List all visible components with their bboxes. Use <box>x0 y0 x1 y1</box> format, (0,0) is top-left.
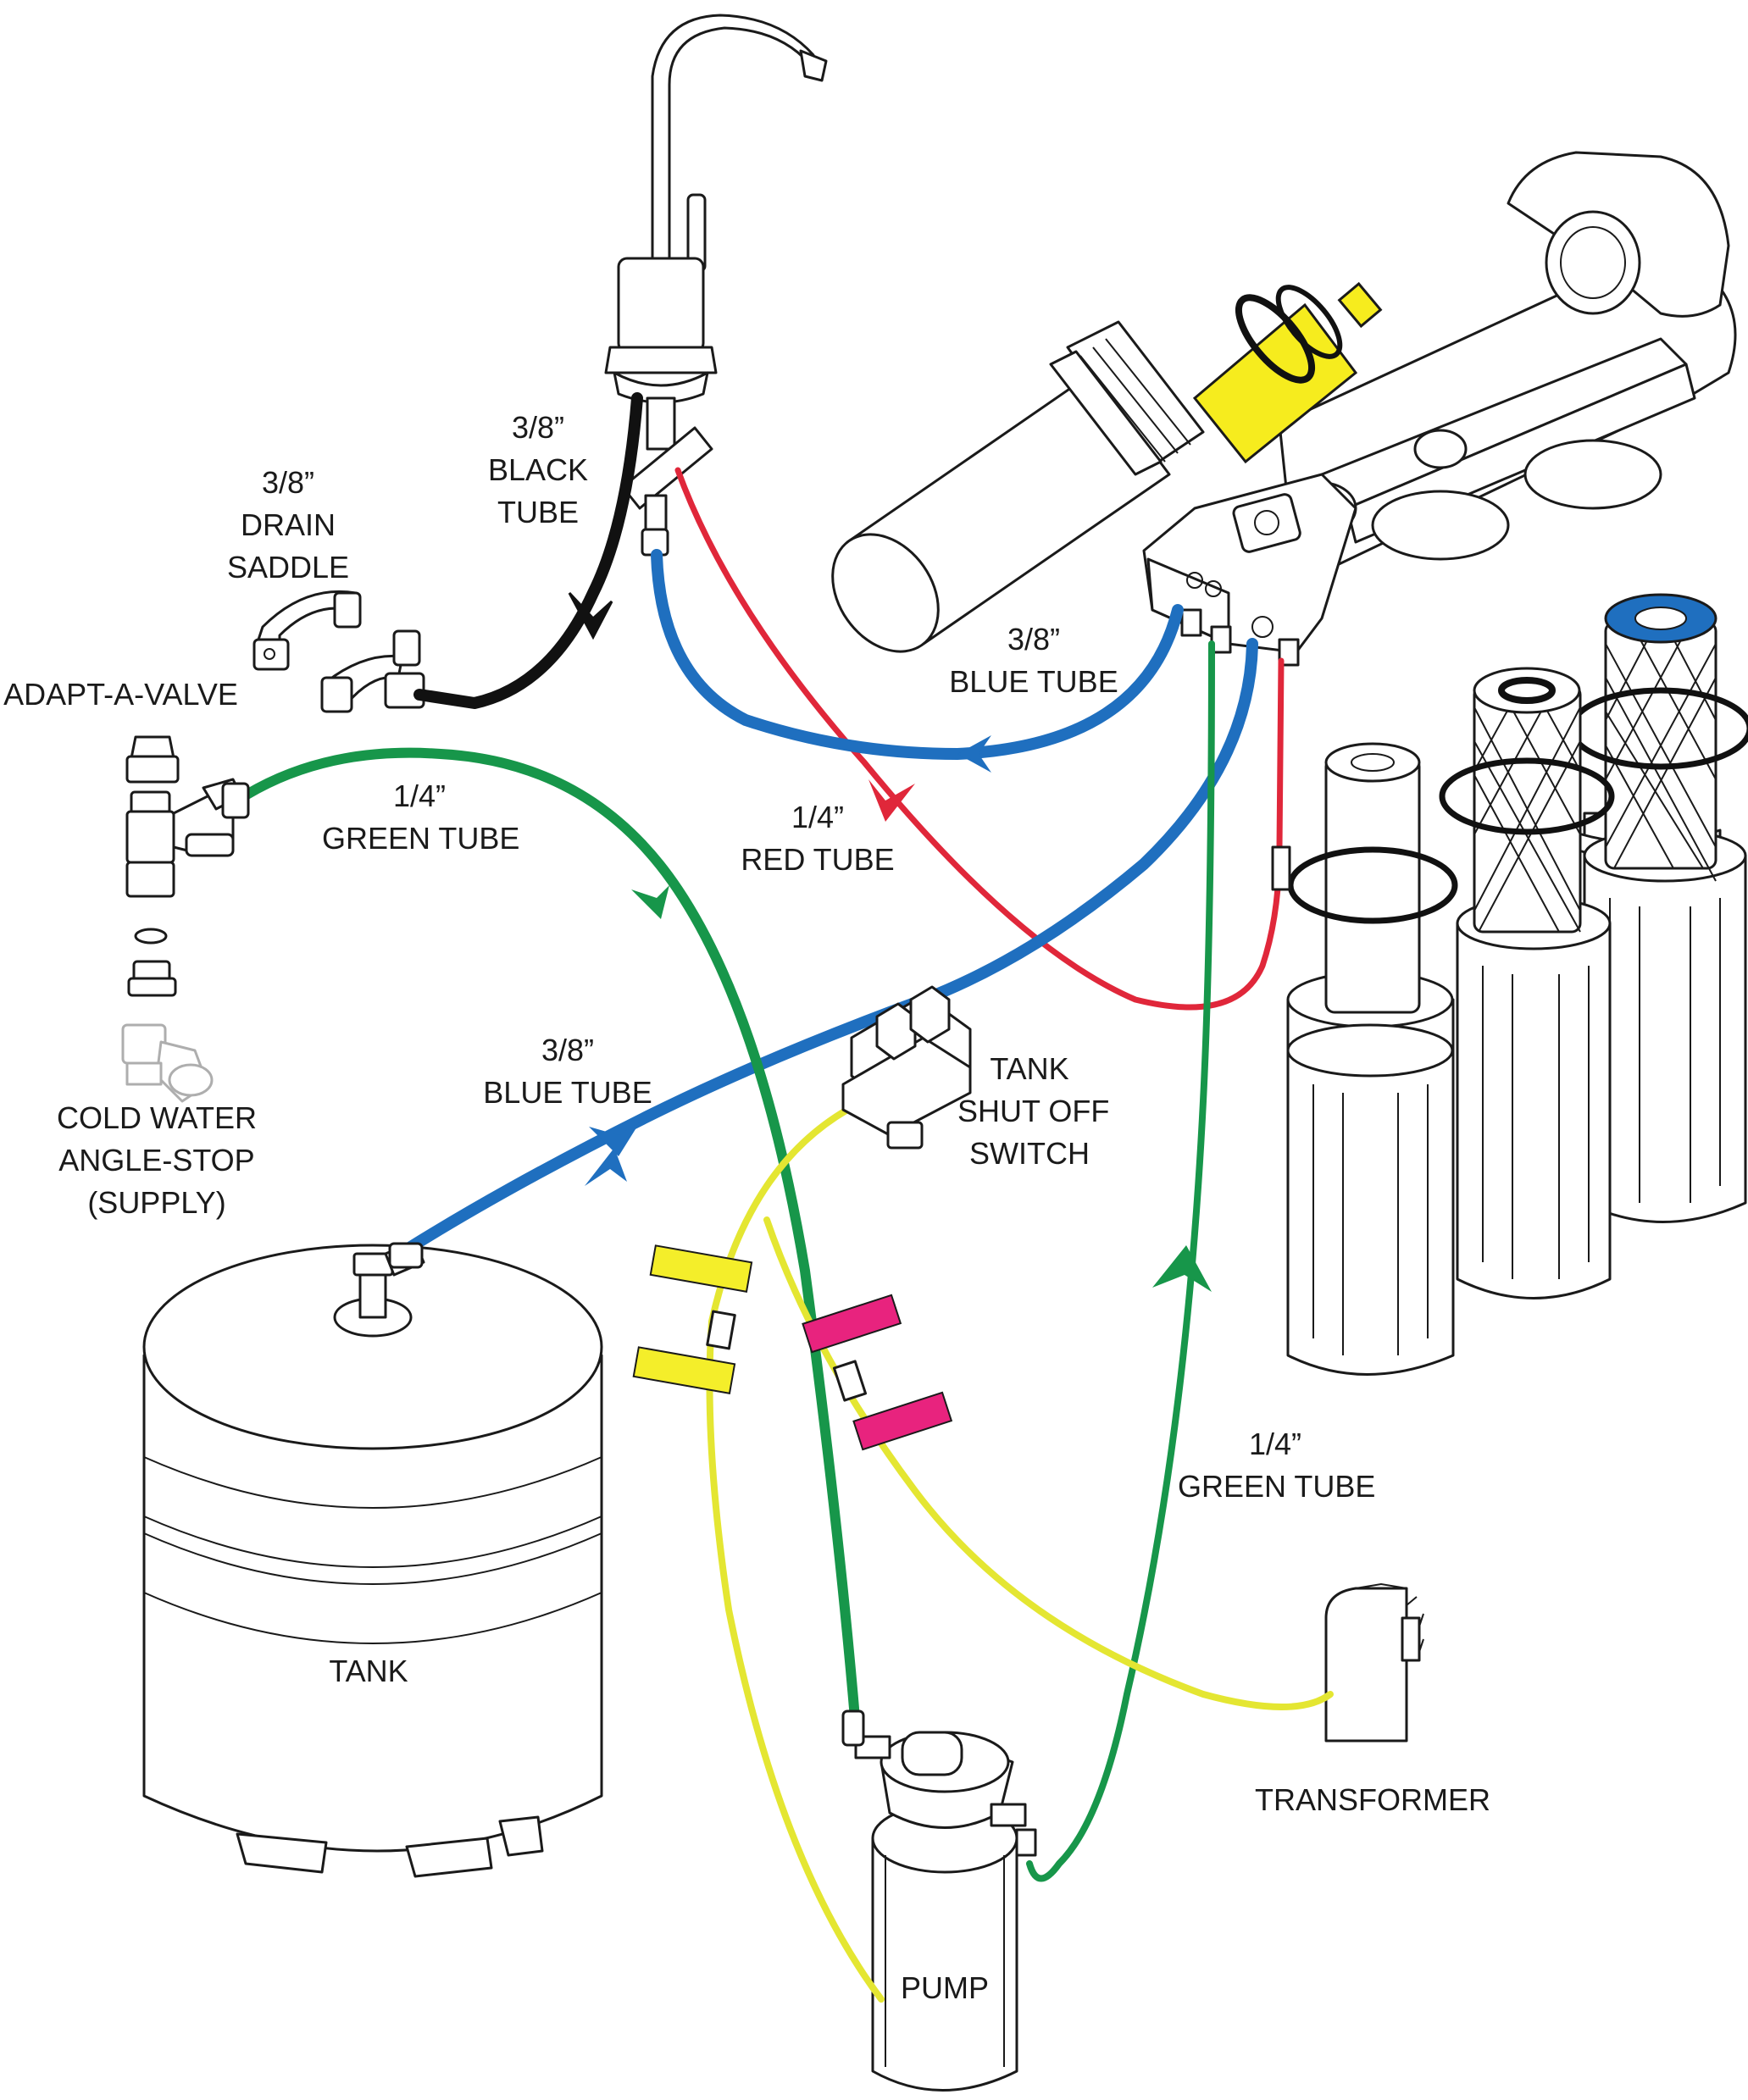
blue-tube-lower-label: 3/8”BLUE TUBE <box>483 1033 652 1110</box>
green-tube-right-label: 1/4”GREEN TUBE <box>1178 1427 1376 1504</box>
yellow-tag-upper <box>649 1244 753 1293</box>
green-tube-top-label: 1/4”GREEN TUBE <box>322 778 520 856</box>
ro-manifold-icon <box>1142 151 1737 667</box>
pump-label: PUMP <box>900 1970 989 2005</box>
red-tube-label: 1/4”RED TUBE <box>741 800 895 877</box>
transformer-icon <box>1324 1582 1424 1743</box>
green-tube-right <box>1026 640 1215 1882</box>
tank-label: TANK <box>329 1654 408 1688</box>
yellow-tag-lower <box>632 1346 736 1394</box>
filter-housing-icon <box>1286 593 1748 1376</box>
angle-stop-icon <box>121 1023 214 1103</box>
yellow-wire-pump <box>706 1106 885 2003</box>
pink-tag-lower <box>852 1391 953 1451</box>
shut-off-switch-icon <box>841 985 972 1150</box>
green-tube-top <box>232 747 861 1733</box>
pink-tag-upper <box>802 1294 902 1354</box>
adapt-a-valve-icon <box>125 735 243 997</box>
blue-tube-upper <box>651 549 1184 760</box>
storage-tank-icon <box>142 1239 603 1878</box>
transformer-label: TRANSFORMER <box>1255 1782 1490 1817</box>
blue-tube-upper-label: 3/8”BLUE TUBE <box>949 622 1118 699</box>
membrane-icon <box>831 281 1383 653</box>
red-tube <box>674 467 1285 1011</box>
pump-icon <box>854 1731 1037 2092</box>
blue-tube-lower <box>401 638 1258 1255</box>
drain-saddle-icon <box>252 590 425 713</box>
black-tube <box>413 392 643 709</box>
faucet-icon <box>604 14 828 557</box>
adapt-a-valve-label: ADAPT-A-VALVE <box>3 677 238 712</box>
